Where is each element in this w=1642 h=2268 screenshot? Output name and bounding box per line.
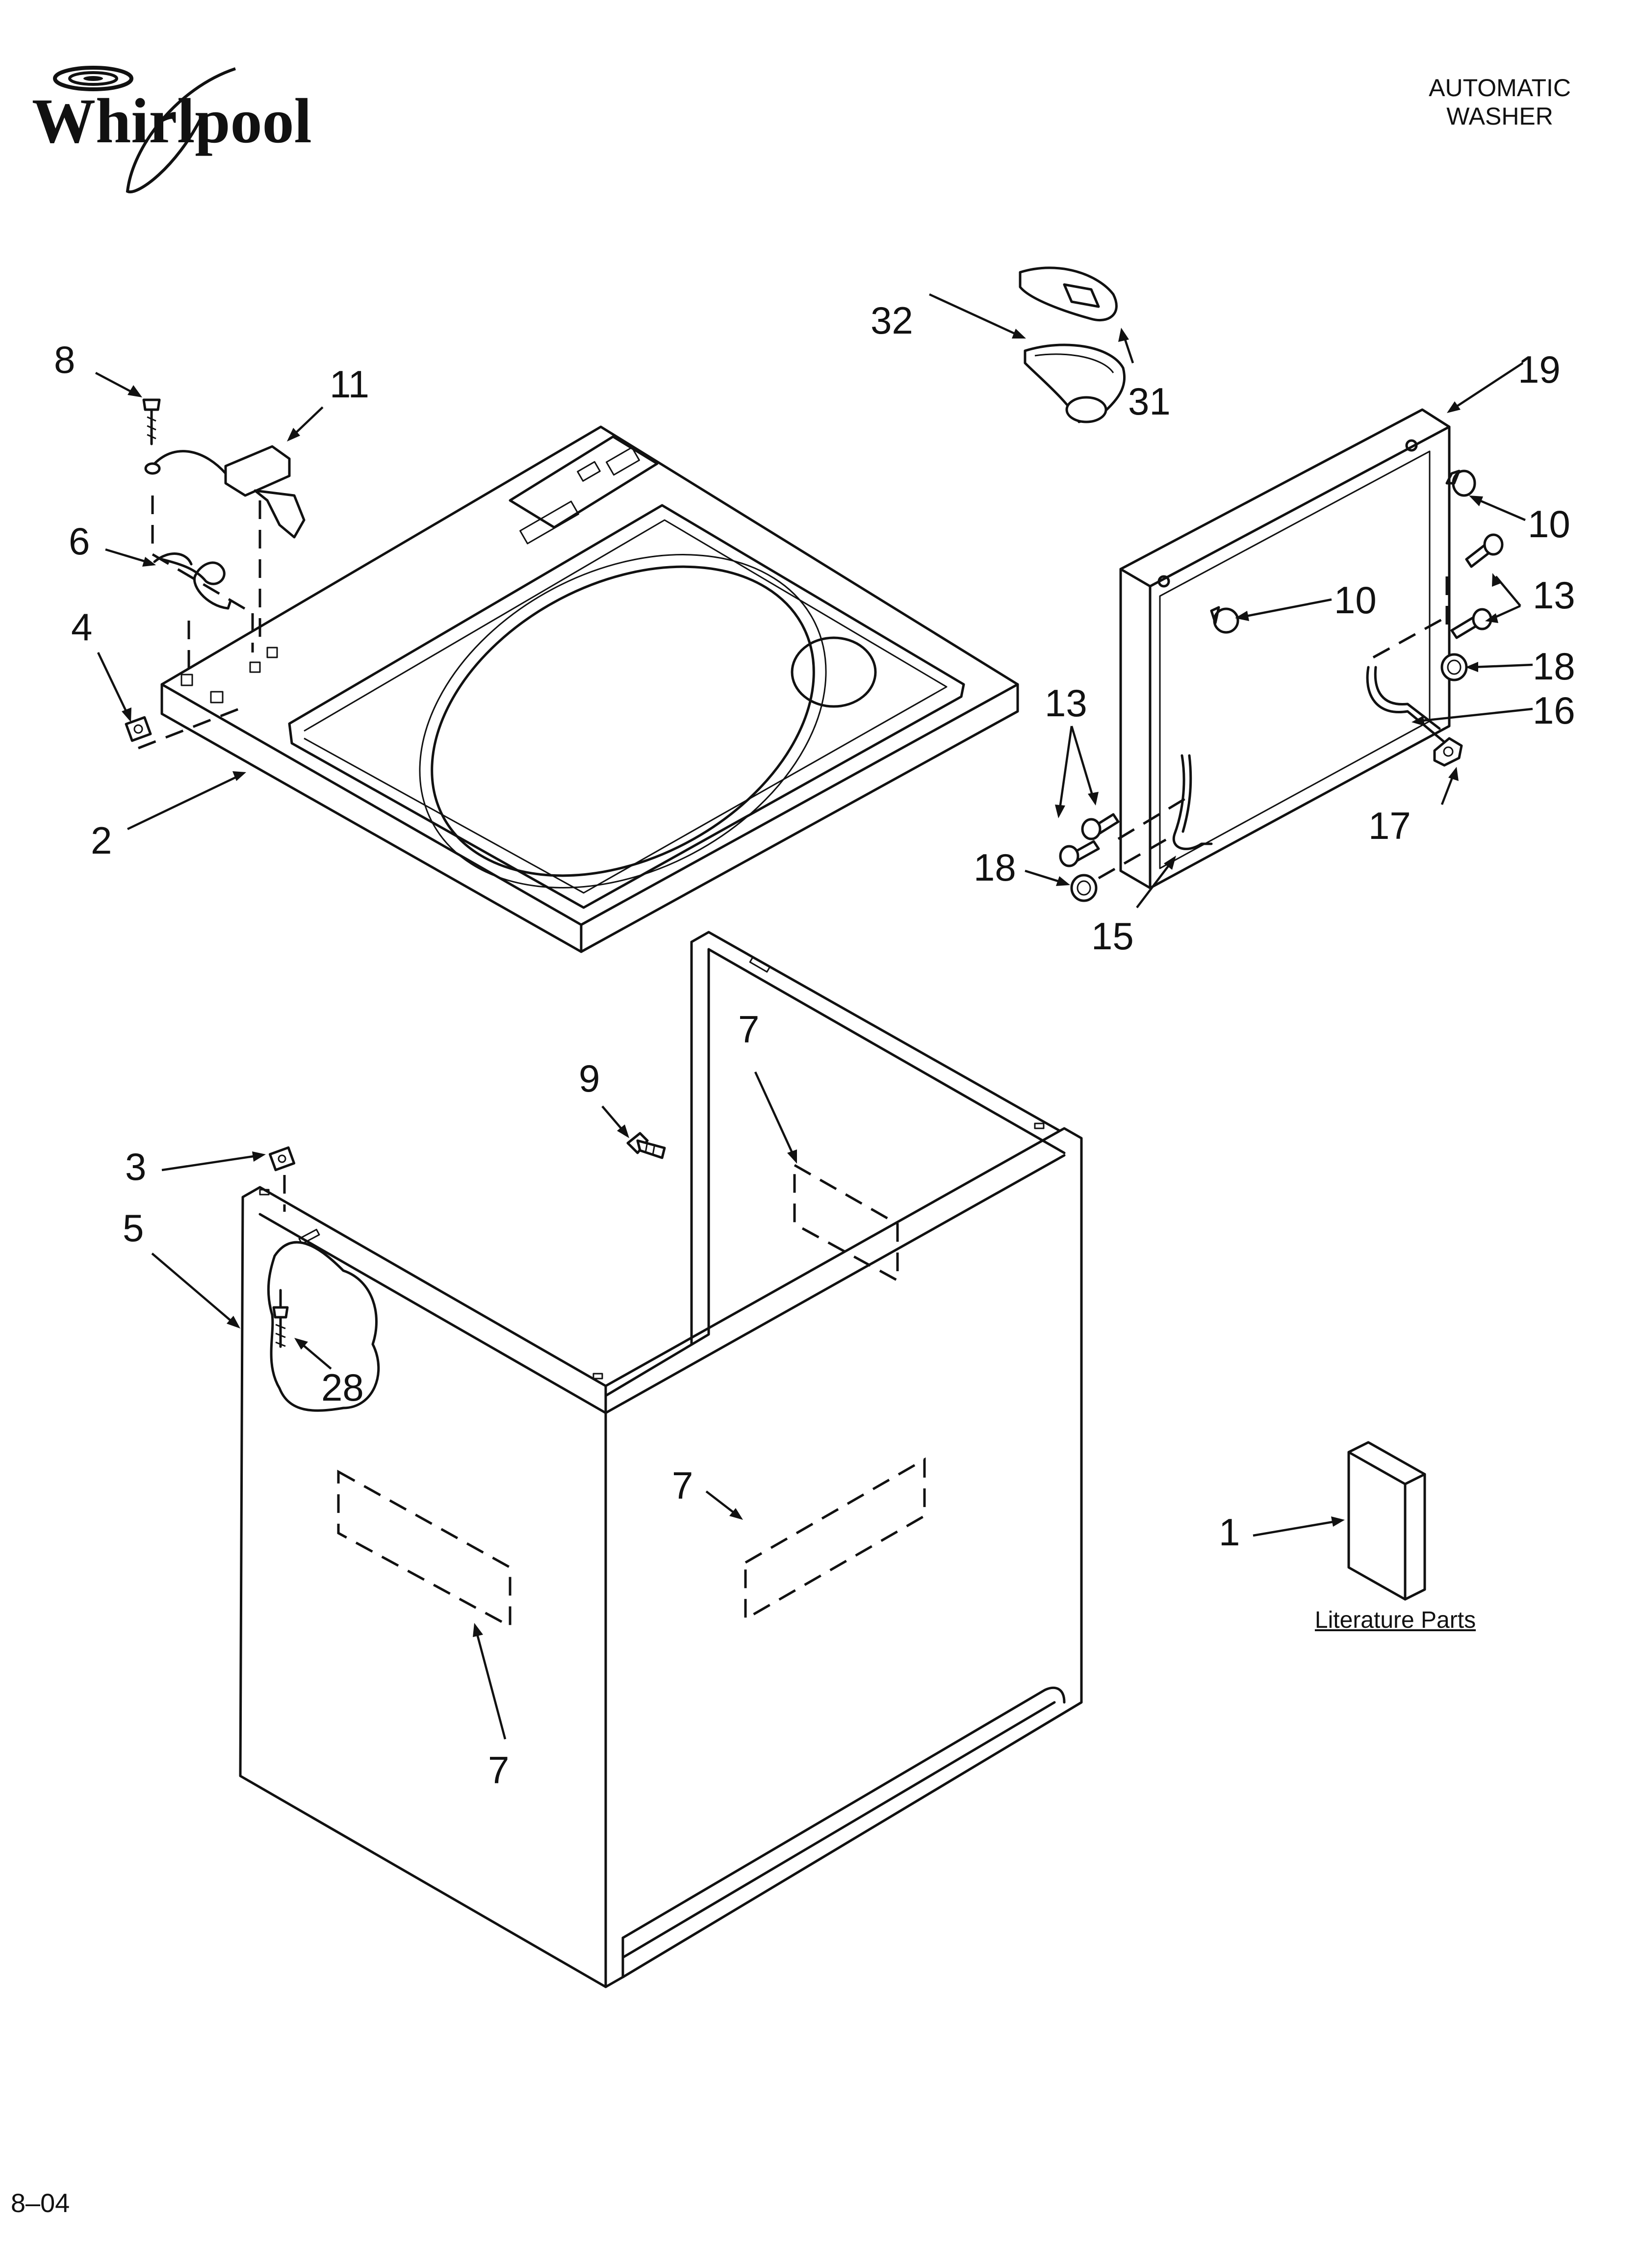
callout-19: 19 xyxy=(1518,348,1561,391)
callout-3: 3 xyxy=(125,1145,146,1188)
hinge-part-15 xyxy=(1172,754,1213,850)
callout-7-back: 7 xyxy=(738,1008,759,1051)
nut-part-4 xyxy=(125,716,152,742)
callout-10-lower: 10 xyxy=(1334,578,1377,622)
screw-part-13-right xyxy=(1450,533,1504,639)
callout-18-right: 18 xyxy=(1533,645,1575,688)
callout-6: 6 xyxy=(69,520,90,563)
callout-9: 9 xyxy=(579,1057,600,1100)
callout-8: 8 xyxy=(54,338,75,381)
callout-7-right: 7 xyxy=(672,1464,693,1507)
screw-part-9 xyxy=(626,1132,666,1159)
label-area-part-7-left xyxy=(337,1469,512,1629)
title-line-2: WASHER xyxy=(1446,103,1553,130)
label-area-part-7-right xyxy=(744,1457,926,1621)
hinge-part-16 xyxy=(1366,666,1453,750)
bumper-part-10-lower xyxy=(1210,606,1239,634)
cutaway-view xyxy=(267,1241,380,1412)
label-area-part-7-back xyxy=(793,1163,899,1283)
nut-part-17 xyxy=(1433,737,1463,767)
whirlpool-logo: Whirlpool xyxy=(29,59,324,206)
leader-line xyxy=(138,705,246,750)
document-title: AUTOMATIC WASHER xyxy=(1429,74,1571,130)
callout-32: 32 xyxy=(871,299,913,342)
callout-labels: 8 11 6 4 2 32 31 19 10 10 13 18 16 17 13… xyxy=(54,299,1575,1792)
cabinet-part-5 xyxy=(239,931,1083,1988)
literature-part-1 xyxy=(1347,1441,1426,1601)
callout-31: 31 xyxy=(1128,380,1171,423)
bumper-part-10-upper xyxy=(1445,469,1476,497)
leader-line xyxy=(1098,837,1168,880)
leader-line xyxy=(1372,617,1445,659)
title-line-1: AUTOMATIC xyxy=(1429,74,1571,102)
callout-13-right: 13 xyxy=(1533,574,1575,617)
callout-17: 17 xyxy=(1368,804,1411,847)
nut-part-3 xyxy=(268,1146,296,1172)
callout-5: 5 xyxy=(123,1206,144,1250)
lid-switch-part-11 xyxy=(153,445,306,539)
whirlpool-wordmark: Whirlpool xyxy=(32,86,312,156)
revision-code: 8–04 xyxy=(11,2189,70,2218)
grommet-part-18-right xyxy=(1440,653,1468,681)
callout-11: 11 xyxy=(330,363,369,406)
callout-15: 15 xyxy=(1091,914,1134,958)
callout-10-upper: 10 xyxy=(1528,502,1570,546)
dispenser-cup-part-31 xyxy=(1019,266,1118,322)
leader-line xyxy=(1117,793,1193,840)
top-panel-part-2 xyxy=(160,425,1019,953)
callout-1: 1 xyxy=(1219,1511,1240,1554)
callout-4: 4 xyxy=(71,605,92,649)
callout-28: 28 xyxy=(321,1366,364,1409)
callout-2: 2 xyxy=(91,819,112,862)
callout-arrows xyxy=(95,293,1533,1740)
callout-13-left: 13 xyxy=(1045,681,1087,725)
screw-part-13-left xyxy=(1059,813,1120,867)
dispenser-cup-part-32 xyxy=(1024,343,1126,423)
callout-7-left: 7 xyxy=(488,1748,509,1792)
grommet-part-18-left xyxy=(1070,874,1098,902)
leader-line xyxy=(152,553,254,615)
screw-part-8 xyxy=(142,398,161,475)
literature-parts-caption: Literature Parts xyxy=(1314,1607,1476,1633)
callout-18-left: 18 xyxy=(974,846,1016,889)
callout-16: 16 xyxy=(1533,689,1575,732)
